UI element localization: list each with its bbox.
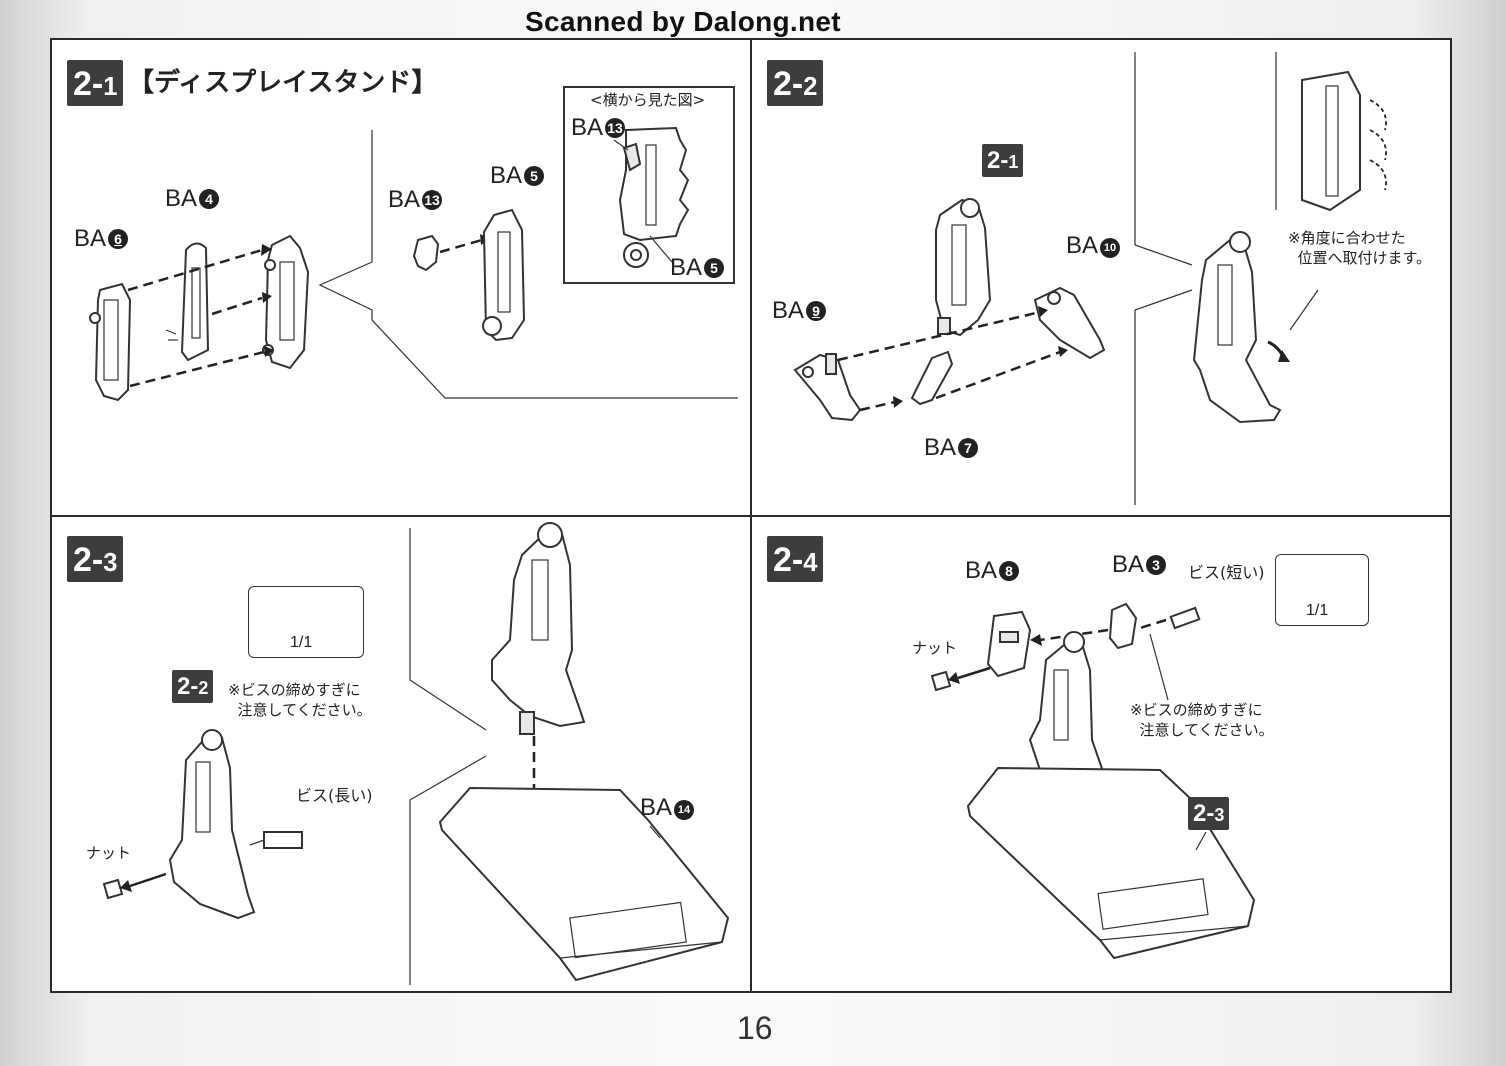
base-2-3-drawing <box>966 766 1256 960</box>
part-assembly-2-1-drawing <box>262 234 310 370</box>
page-number: 16 <box>737 1010 773 1046</box>
stand-2-2-small-drawing <box>168 729 256 920</box>
short-screw-qty: 1/1 <box>1306 602 1329 619</box>
part-ba10-drawing <box>1033 286 1106 360</box>
long-screw-qty: 1/1 <box>290 634 313 651</box>
nut-drawing-2-3 <box>102 878 124 900</box>
ref-badge-2-2: 2-2 <box>172 670 214 703</box>
short-screw-label: ビス(短い) <box>1188 563 1265 582</box>
ref-badge-2-3: 2-3 <box>1188 797 1230 830</box>
ref-badge-2-1: 2-1 <box>982 144 1024 177</box>
short-screw-drawing <box>1169 606 1201 630</box>
nut-label-2-4: ナット <box>912 639 958 657</box>
screw-tighten-note-2-4: ※ビスの締めすぎに 注意してください。 <box>1130 701 1274 739</box>
step-badge-2-2: 2-2 <box>767 60 824 106</box>
panel-divider-horizontal <box>50 515 1452 517</box>
part-ba4-drawing <box>165 242 210 362</box>
screw-tighten-note-2-3: ※ビスの締めすぎに 注意してください。 <box>228 681 372 719</box>
callout-lines-2-1 <box>318 130 738 399</box>
part-2-1-stand-drawing <box>935 198 992 337</box>
section-title: 【ディスプレイスタンド】 <box>128 68 438 98</box>
inset-part-drawing <box>618 126 690 268</box>
nut-drawing-2-4 <box>930 670 952 692</box>
part-ba13-drawing <box>412 234 440 272</box>
side-view-caption: <横から見た図> <box>590 91 706 109</box>
step-badge-2-4: 2-4 <box>767 536 824 582</box>
stand-large-2-3-drawing <box>491 522 586 735</box>
short-screw-qty-box <box>1275 554 1369 626</box>
scanner-watermark: Scanned by Dalong.net <box>525 6 841 37</box>
nut-label-2-3: ナット <box>86 844 132 862</box>
part-ba9-drawing <box>793 353 862 422</box>
part-ba3-drawing <box>1108 602 1138 650</box>
part-ba6-drawing <box>89 282 132 402</box>
step-badge-2-1: 2-1 <box>67 60 124 106</box>
long-screw-label: ビス(長い) <box>296 786 373 805</box>
ba14-base-drawing <box>438 786 730 982</box>
part-ba7-drawing <box>910 350 954 406</box>
assembled-stand-2-2-drawing <box>1192 231 1290 424</box>
part-ba8-drawing <box>986 610 1032 678</box>
long-screw-drawing <box>263 831 303 849</box>
angle-note: ※角度に合わせた 位置へ取付けます。 <box>1288 229 1432 267</box>
part-ba5-drawing <box>482 208 526 342</box>
angle-detail-drawing <box>1289 70 1387 331</box>
step-badge-2-3: 2-3 <box>67 536 124 582</box>
long-screw-qty-box <box>248 586 364 658</box>
